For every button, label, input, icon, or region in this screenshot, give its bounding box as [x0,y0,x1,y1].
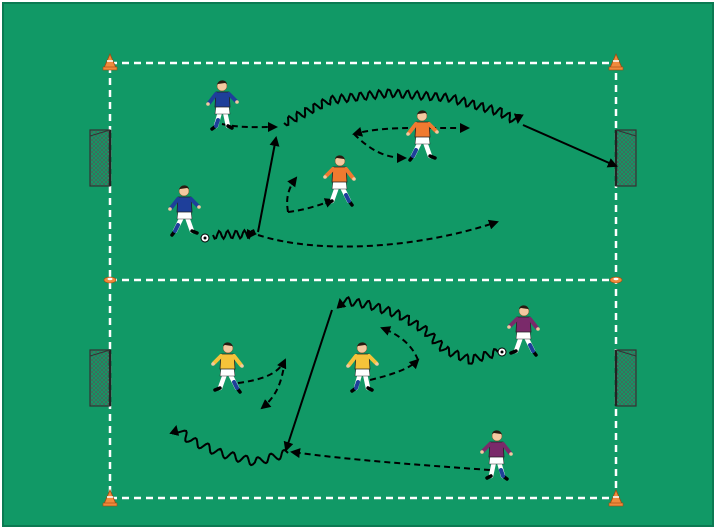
ball [201,234,209,242]
cone-marker [610,277,622,283]
goal [90,130,110,186]
goal [90,350,110,406]
goal [616,350,636,406]
cone-marker [104,277,116,283]
goal [616,130,636,186]
ball [498,348,506,356]
